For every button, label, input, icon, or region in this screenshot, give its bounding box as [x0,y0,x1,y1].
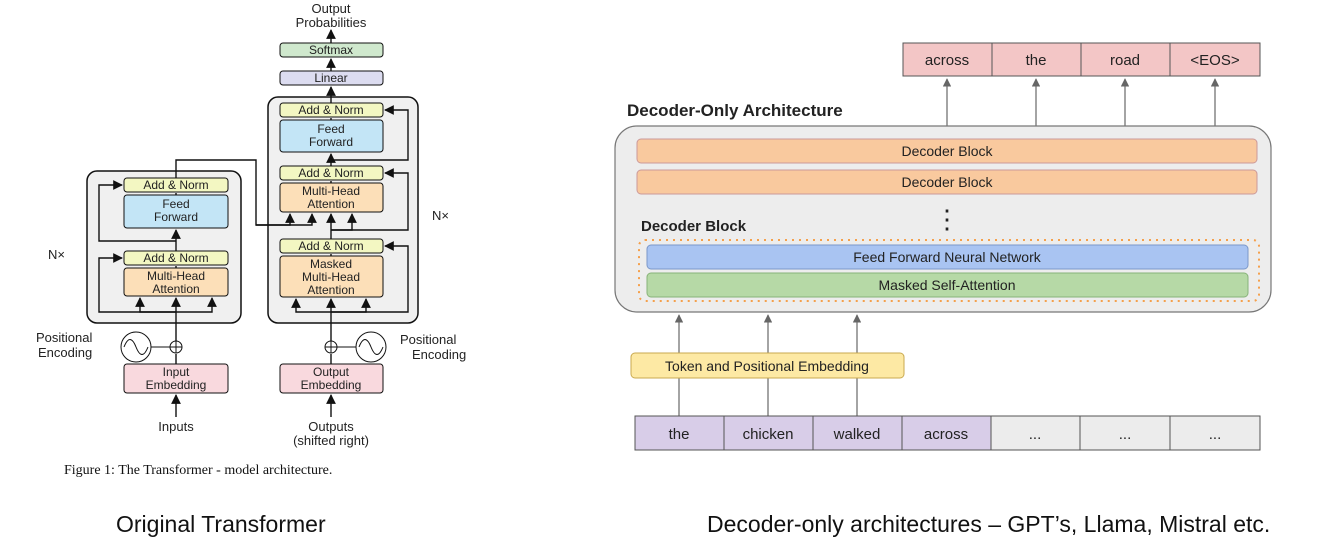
output-embedding-label-2: Embedding [301,378,362,392]
output-token-row: across the road <EOS> [902,42,1261,77]
input-token-label: across [924,426,968,443]
figure-caption: Figure 1: The Transformer - model archit… [64,463,332,478]
token-positional-embedding-label: Token and Positional Embedding [665,358,869,374]
transformer-diagram: Add & Norm Feed Forward Add & Norm Multi… [36,1,466,478]
inputs-label: Inputs [158,419,194,434]
masked-self-attention-label: Masked Self-Attention [879,277,1016,293]
output-probabilities-label-2: Probabilities [296,15,367,30]
output-token-label: <EOS> [1190,52,1239,69]
input-token-label: ... [1029,426,1042,443]
encoder-feed-forward-label-1: Feed [162,197,189,211]
input-token [901,415,992,451]
input-token-row: the chicken walked across ... ... ... [634,415,1261,451]
decoder-add-norm-mid-label: Add & Norm [298,166,363,180]
right-caption: Decoder-only architectures – GPT’s, Llam… [707,511,1271,537]
output-probabilities-label-1: Output [311,1,350,16]
outputs-label-2: (shifted right) [293,433,369,448]
decoder-arrows [291,29,409,417]
encoder-arrows [98,159,317,417]
output-token-label: road [1110,52,1140,69]
encoder-positional-label-1: Positional [36,330,92,345]
input-token-label: chicken [743,426,794,443]
softmax-label: Softmax [309,43,353,57]
output-arrows [942,78,1220,126]
input-token [634,415,725,451]
output-token [1080,42,1171,77]
input-token-label: the [669,426,690,443]
output-token [991,42,1082,77]
output-token [1169,42,1261,77]
decoder-positional-label-2: Encoding [412,347,466,362]
encoder-mha-label-2: Attention [152,282,199,296]
ffnn-label: Feed Forward Neural Network [853,249,1042,265]
encoder-feed-forward-label-2: Forward [154,210,198,224]
encoder-nx-label: N× [48,247,65,262]
token-positional-embedding-block [630,352,905,379]
decoder-block-label: Decoder Block [901,143,993,159]
decoder-block [636,169,1258,195]
decoder-only-diagram: across the road <EOS> Decoder-Only Archi… [614,42,1272,451]
vertical-ellipsis: ⋮ [934,204,960,234]
decoder-add-norm-bottom-label: Add & Norm [298,239,363,253]
left-caption: Original Transformer [116,511,326,537]
encoder-mha-label-1: Multi-Head [147,269,205,283]
decoder-masked-mha-label-3: Attention [307,283,354,297]
outputs-label-1: Outputs [308,419,354,434]
input-token [1169,415,1261,451]
decoder-block [636,138,1258,164]
input-token-label: walked [833,426,881,443]
output-token-label: across [925,52,969,69]
encoder-add-norm-bottom-label: Add & Norm [143,251,208,265]
decoder-mha-label-2: Attention [307,197,354,211]
encoder-stack [86,170,242,324]
decoder-feed-forward-label-2: Forward [309,135,353,149]
decoder-block-label: Decoder Block [901,174,993,190]
ffnn-block [646,244,1249,270]
decoder-feed-forward-label-1: Feed [317,122,344,136]
decoder-add-norm-top-label: Add & Norm [298,103,363,117]
linear-label: Linear [314,71,347,85]
input-embedding-label-2: Embedding [146,378,207,392]
decoder-only-title: Decoder-Only Architecture [627,101,843,120]
encoder-positional-label-2: Encoding [38,345,92,360]
decoder-positional-label-1: Positional [400,332,456,347]
inner-decoder-block-outline [638,239,1260,302]
input-token-label: ... [1119,426,1132,443]
input-token [990,415,1081,451]
masked-self-attention-block [646,272,1249,298]
decoder-nx-label: N× [432,208,449,223]
output-token-label: the [1026,52,1047,69]
inner-decoder-block-label: Decoder Block [641,218,747,235]
input-embedding-label-1: Input [163,365,190,379]
input-token-label: ... [1209,426,1222,443]
encoder-add-norm-top-label: Add & Norm [143,178,208,192]
decoder-masked-mha-label-1: Masked [310,257,352,271]
output-embedding-label-1: Output [313,365,350,379]
input-token [812,415,903,451]
decoder-masked-mha-label-2: Multi-Head [302,270,360,284]
decoder-mha-label-1: Multi-Head [302,184,360,198]
